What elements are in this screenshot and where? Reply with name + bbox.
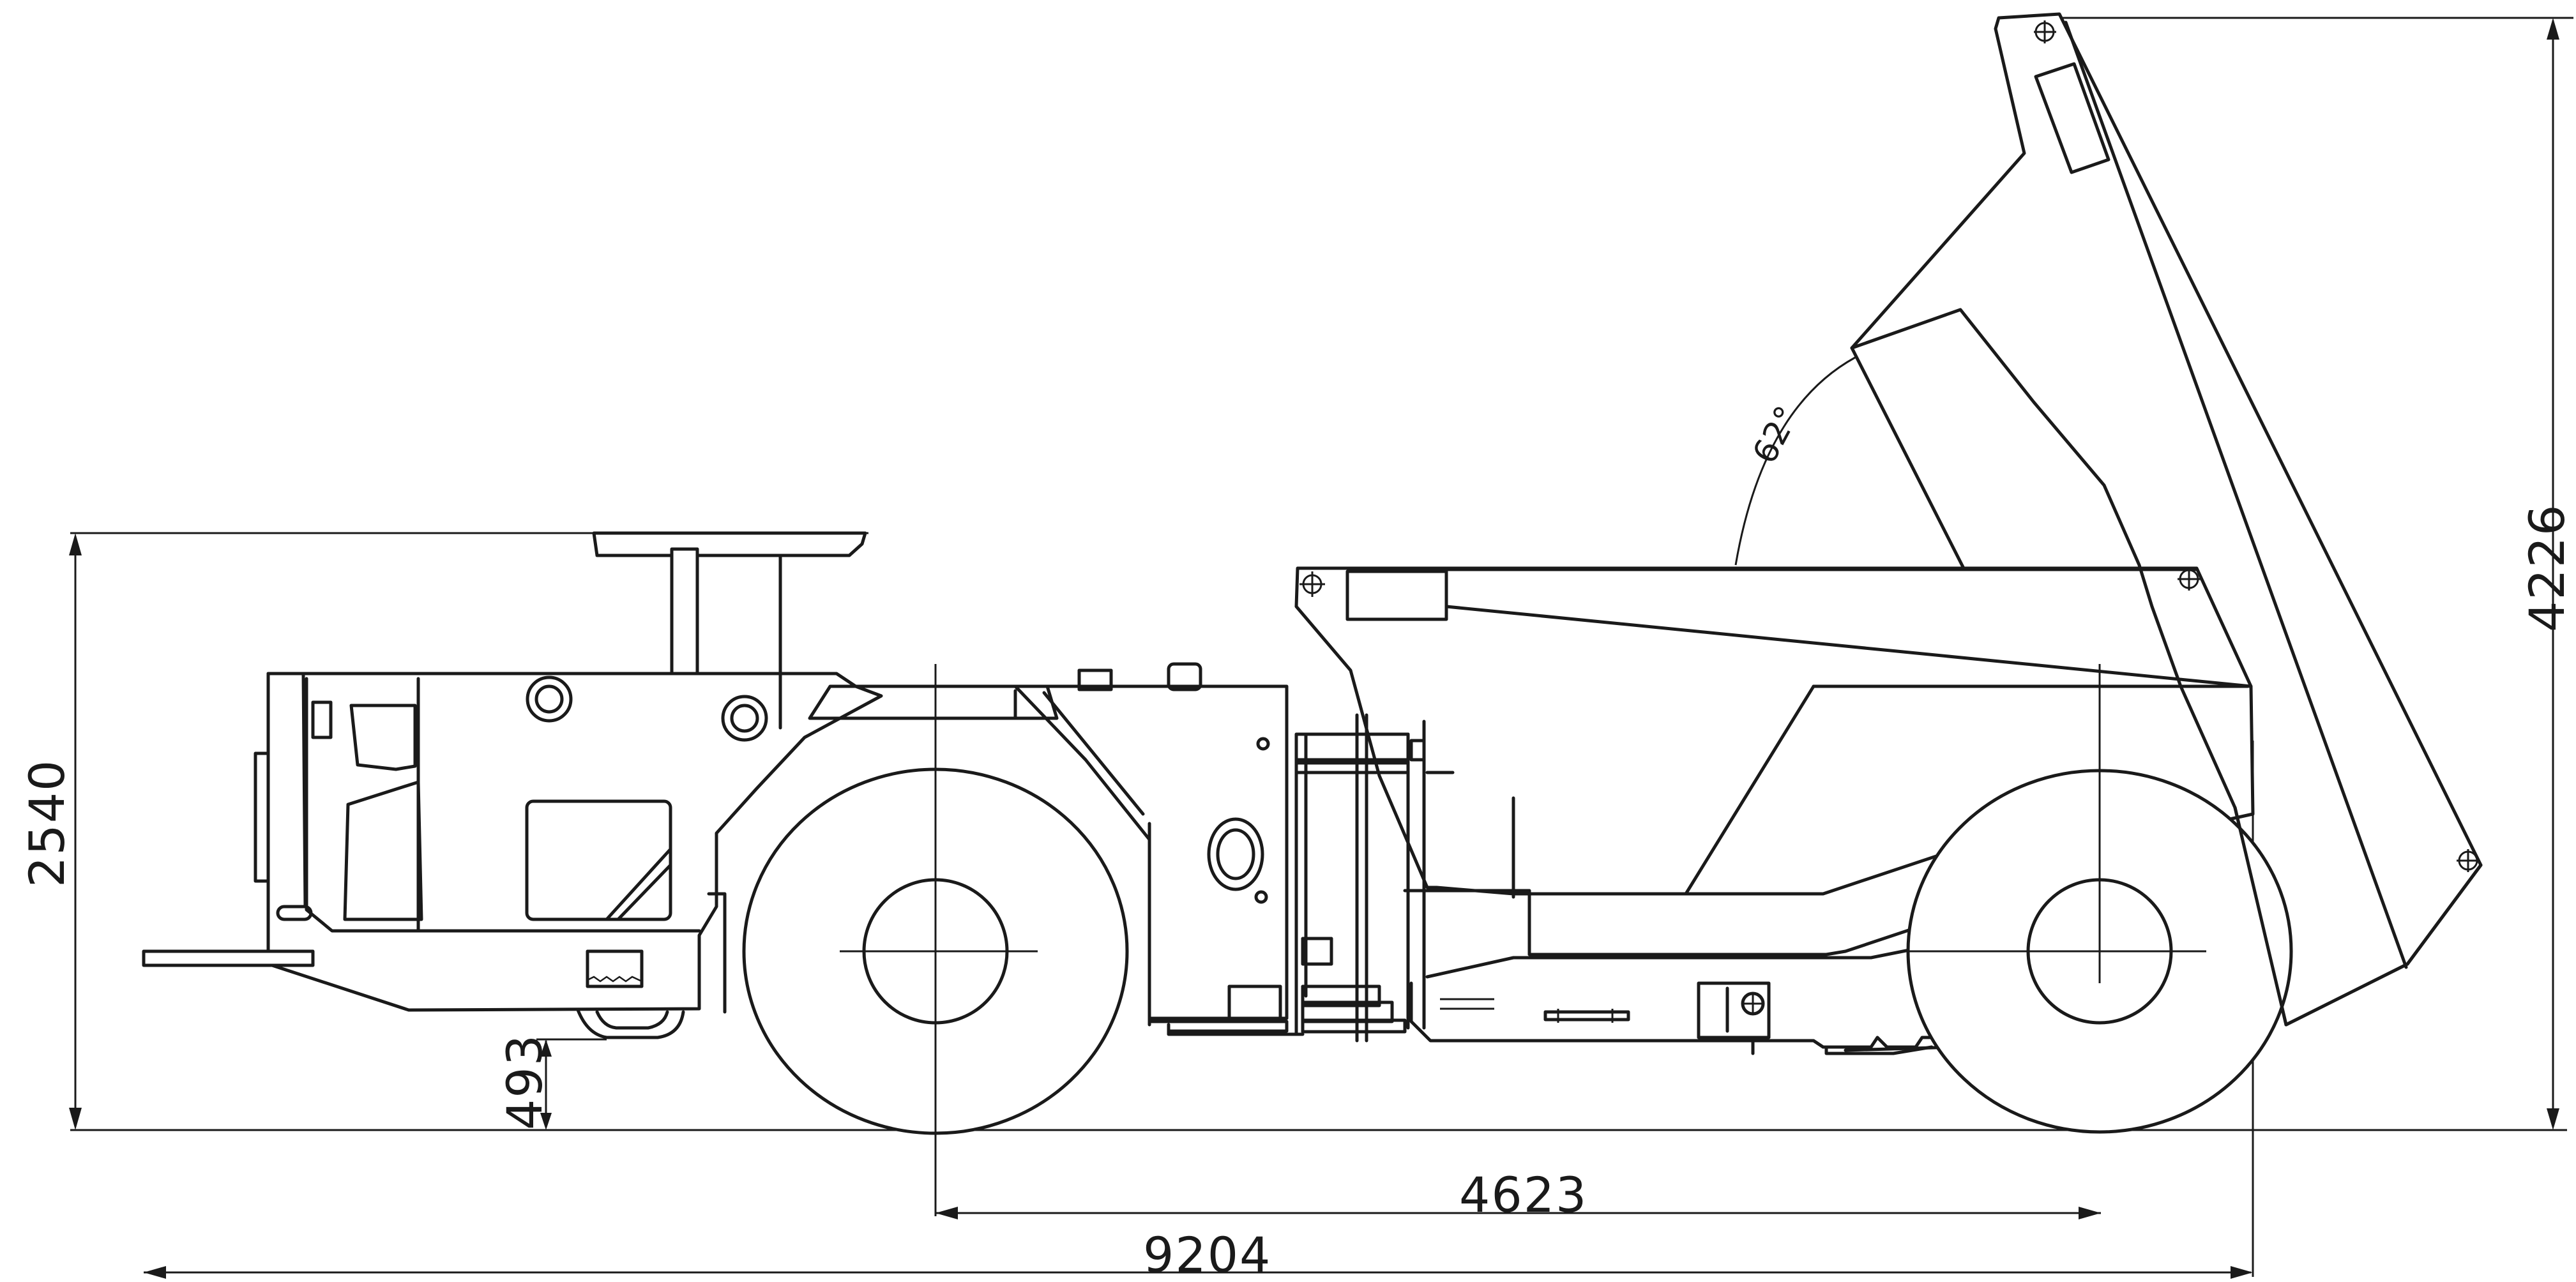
mid-section	[808, 662, 1455, 1043]
dim-dump-height: 4226	[2519, 504, 2575, 632]
raised-dump-body-front-edge	[2233, 806, 2483, 1027]
rear-wheel	[1903, 664, 2293, 1134]
dim-dump-angle: 62°	[1746, 400, 1807, 471]
dim-overall-length: 9204	[1143, 1226, 1271, 1282]
dim-cab-height: 2540	[19, 759, 75, 887]
front-section	[142, 531, 883, 1039]
front-wheel	[742, 667, 1151, 1136]
dim-ground-clearance: 493	[496, 1034, 553, 1130]
rear-chassis	[1294, 566, 2255, 1055]
dump-angle-arc	[1734, 356, 1856, 566]
dim-wheelbase: 4623	[1459, 1166, 1587, 1223]
